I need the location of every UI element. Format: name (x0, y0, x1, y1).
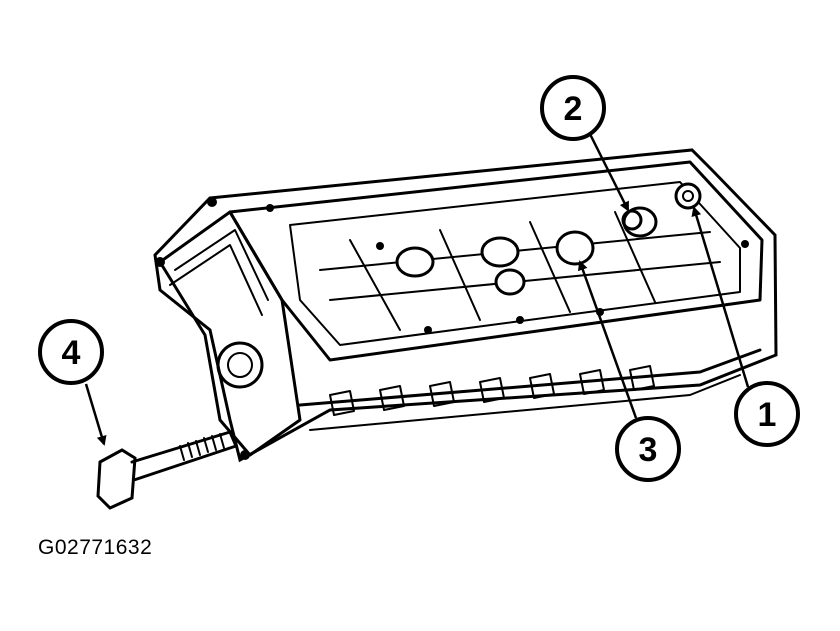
callout-4: 4 (38, 319, 104, 385)
callout-number-1: 1 (758, 396, 777, 434)
callout-leaders (84, 129, 750, 446)
callout-3: 3 (615, 416, 681, 482)
leader-line-4 (84, 383, 107, 446)
head-bolt-illustration (96, 430, 238, 510)
leader-line-1 (691, 206, 750, 388)
callout-2: 2 (540, 75, 606, 141)
cylinder-head-illustration (153, 148, 778, 463)
callout-1: 1 (734, 381, 800, 447)
callout-number-3: 3 (639, 431, 658, 469)
figure-id-label: G02771632 (38, 536, 153, 559)
callout-number-2: 2 (564, 90, 583, 128)
leader-line-2 (586, 129, 630, 212)
callout-number-4: 4 (62, 334, 81, 372)
leader-line-3 (577, 260, 638, 419)
